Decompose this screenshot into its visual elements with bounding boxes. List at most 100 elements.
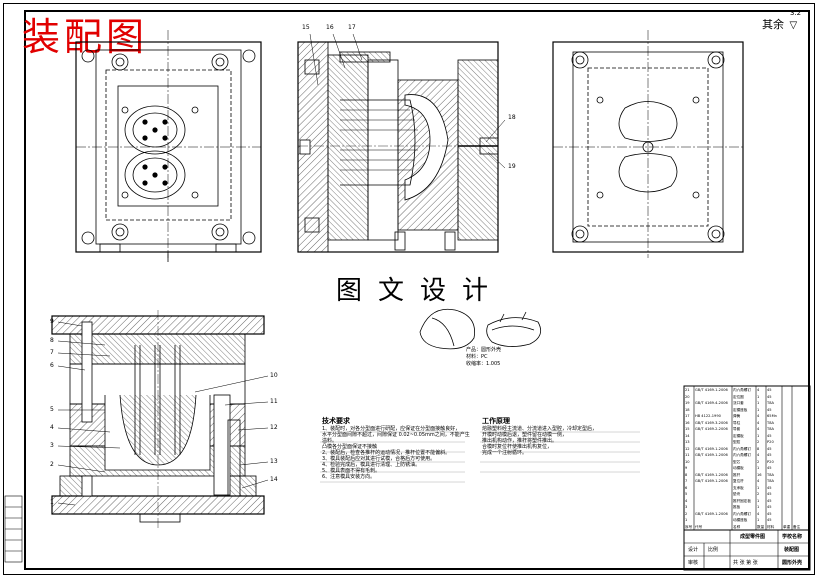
tech-note-line: 2、装配后，检查各推杆的运动情况，推杆位置不能偏斜。 bbox=[322, 450, 451, 456]
bom-cell: GB/T 4169.1-2006 bbox=[695, 511, 728, 516]
product-name: 圆形外壳 bbox=[481, 347, 502, 353]
bom-cell: GB/T 4169.1-2006 bbox=[695, 453, 728, 457]
bom-cell: 型芯 bbox=[733, 459, 741, 464]
title-block-assembly-label: 成型零件图 bbox=[740, 534, 766, 540]
bom-cell: 1 bbox=[757, 505, 760, 509]
bom-cell: GB/T 4169.1-2006 bbox=[695, 472, 728, 477]
bom-cell: 45 bbox=[767, 511, 772, 516]
bom-cell: 导套 bbox=[733, 427, 741, 431]
bom-cell: 45 bbox=[767, 518, 772, 522]
bom-cell: 内六角螺钉 bbox=[733, 446, 751, 451]
bom-cell: 45 bbox=[767, 394, 772, 399]
balloon-16: 16 bbox=[326, 24, 334, 31]
bom-cell: 5 bbox=[685, 492, 688, 496]
tech-note-line: 5、模具表面不得有毛刺。 bbox=[322, 468, 381, 474]
work-note-line: 熔融塑料经主流道、分流道进入型腔，冷却定型后， bbox=[482, 426, 598, 432]
bom-cell: 动模板 bbox=[733, 466, 744, 470]
bom-cell: 导柱 bbox=[733, 420, 741, 425]
bom-cell: 浇口套 bbox=[733, 401, 744, 405]
inner-frame bbox=[24, 10, 810, 570]
bom-cell: 15 bbox=[685, 427, 690, 431]
plan-view-moving-half bbox=[75, 30, 262, 262]
tech-note-line: 6、注意模具安装方向。 bbox=[322, 474, 376, 480]
bom-cell: 45 bbox=[767, 492, 772, 496]
bom-cell: 2 bbox=[757, 492, 760, 496]
product-info: 产品：圆形外壳 材料：PC 收缩率：1.005 bbox=[466, 347, 501, 368]
bom-cell: 1 bbox=[757, 433, 760, 438]
product-shrink: 1.005 bbox=[486, 361, 501, 367]
product-shrink-label: 收缩率： bbox=[466, 361, 487, 367]
bom-cell: T8A bbox=[767, 472, 774, 477]
bom-cell: 21 bbox=[685, 388, 690, 392]
bom-cell: 19 bbox=[685, 401, 690, 405]
work-note-line: 推出机构动作，推杆将塑件推出。 bbox=[482, 438, 558, 444]
bom-cell: 45 bbox=[767, 433, 772, 438]
balloon-14: 14 bbox=[270, 476, 278, 483]
title-block-design-label: 设计 bbox=[688, 547, 699, 553]
bom-cell: 1 bbox=[757, 485, 760, 490]
tech-notes-title: 技术要求 bbox=[322, 417, 350, 425]
bom-cell: 1 bbox=[757, 498, 760, 503]
work-notes: 熔融塑料经主流道、分流道进入型腔，冷却定型后， 开模时动模后退，塑件留在动模一侧… bbox=[482, 426, 642, 456]
bom-cell: 17 bbox=[685, 414, 690, 418]
bom-header-cell: 备注 bbox=[793, 524, 801, 529]
title-block-sheet-label: 共 张 第 张 bbox=[733, 560, 758, 566]
bom-cell: T8A bbox=[767, 427, 774, 431]
bom-cell: 2 bbox=[757, 440, 760, 444]
work-note-line: 合模时复位杆使推出机构复位， bbox=[482, 444, 553, 450]
bom-cell: 4 bbox=[757, 453, 760, 457]
bom-cell: 18 bbox=[685, 407, 690, 412]
balloon-11: 11 bbox=[270, 398, 278, 405]
bom-header-cell: 名称 bbox=[733, 524, 741, 529]
bom-cell: 13 bbox=[685, 440, 690, 444]
section-view-top bbox=[297, 41, 499, 253]
bom-cell: 内六角螺钉 bbox=[733, 453, 751, 457]
balloon-9: 9 bbox=[50, 318, 54, 325]
work-notes-title: 工作原理 bbox=[482, 417, 510, 425]
bom-header-cell: 单重 bbox=[783, 524, 791, 529]
bom-cell: 8 bbox=[757, 446, 760, 451]
bom-cell: T8A bbox=[767, 479, 774, 483]
bom-cell: 1 bbox=[685, 518, 688, 522]
work-note-line: 开模时动模后退，塑件留在动模一侧， bbox=[482, 432, 568, 438]
balloon-15: 15 bbox=[302, 24, 310, 31]
bom-cell: 9 bbox=[685, 466, 688, 470]
bom-header-cell: 序号 bbox=[685, 524, 693, 529]
bom-cell: GB/T 4169.1-2006 bbox=[695, 479, 728, 483]
title-block-part-name: 圆形外壳 bbox=[782, 560, 803, 566]
bom-cell: 6 bbox=[685, 485, 688, 490]
balloon-2: 2 bbox=[50, 461, 54, 468]
product-name-label: 产品： bbox=[466, 347, 482, 353]
top-leader-lines bbox=[309, 33, 506, 169]
title-block-scale-label: 比例 bbox=[708, 547, 719, 553]
bom-cell: 弹簧 bbox=[733, 414, 741, 418]
roughness-value: 3.2 bbox=[790, 9, 802, 17]
work-note-line: 完成一个注射循环。 bbox=[482, 450, 528, 456]
bom-cell: 1 bbox=[757, 407, 760, 412]
bom-cell: 1 bbox=[757, 466, 760, 470]
bom-cell: 复位杆 bbox=[733, 479, 744, 483]
bom-cell: GB/T 4169.1-2006 bbox=[695, 446, 728, 451]
outer-frame bbox=[3, 3, 815, 575]
balloon-7: 7 bbox=[50, 349, 54, 356]
bom-cell: 45 bbox=[767, 388, 772, 392]
bom-cell: 45 bbox=[767, 466, 772, 470]
balloon-10: 10 bbox=[270, 372, 278, 379]
title-block-check-label: 审核 bbox=[688, 560, 699, 566]
bom-cell: 4 bbox=[757, 414, 760, 418]
tech-note-line: 4、检验完成后，模具进行清理、上防锈油。 bbox=[322, 462, 421, 468]
title-block-drawing-name: 装配图 bbox=[784, 547, 800, 553]
bom-cell: 定位圈 bbox=[733, 394, 744, 399]
bom-cell: 4 bbox=[757, 511, 760, 516]
bom-cell: 12 bbox=[685, 446, 690, 451]
roughness-label: 其余 bbox=[762, 18, 784, 31]
bom-cell: 垫块 bbox=[733, 492, 741, 496]
balloon-5: 5 bbox=[50, 406, 54, 413]
bom-cell: 11 bbox=[685, 453, 690, 457]
bom-cell: 2 bbox=[757, 459, 760, 464]
tech-note-line: 水平分型面间隙不超过，间隙保证 0.02~0.05mm之间，不能产生溢料。 bbox=[322, 432, 470, 444]
bom-cell: 45 bbox=[767, 498, 772, 503]
bom-cell: 4 bbox=[757, 420, 760, 425]
